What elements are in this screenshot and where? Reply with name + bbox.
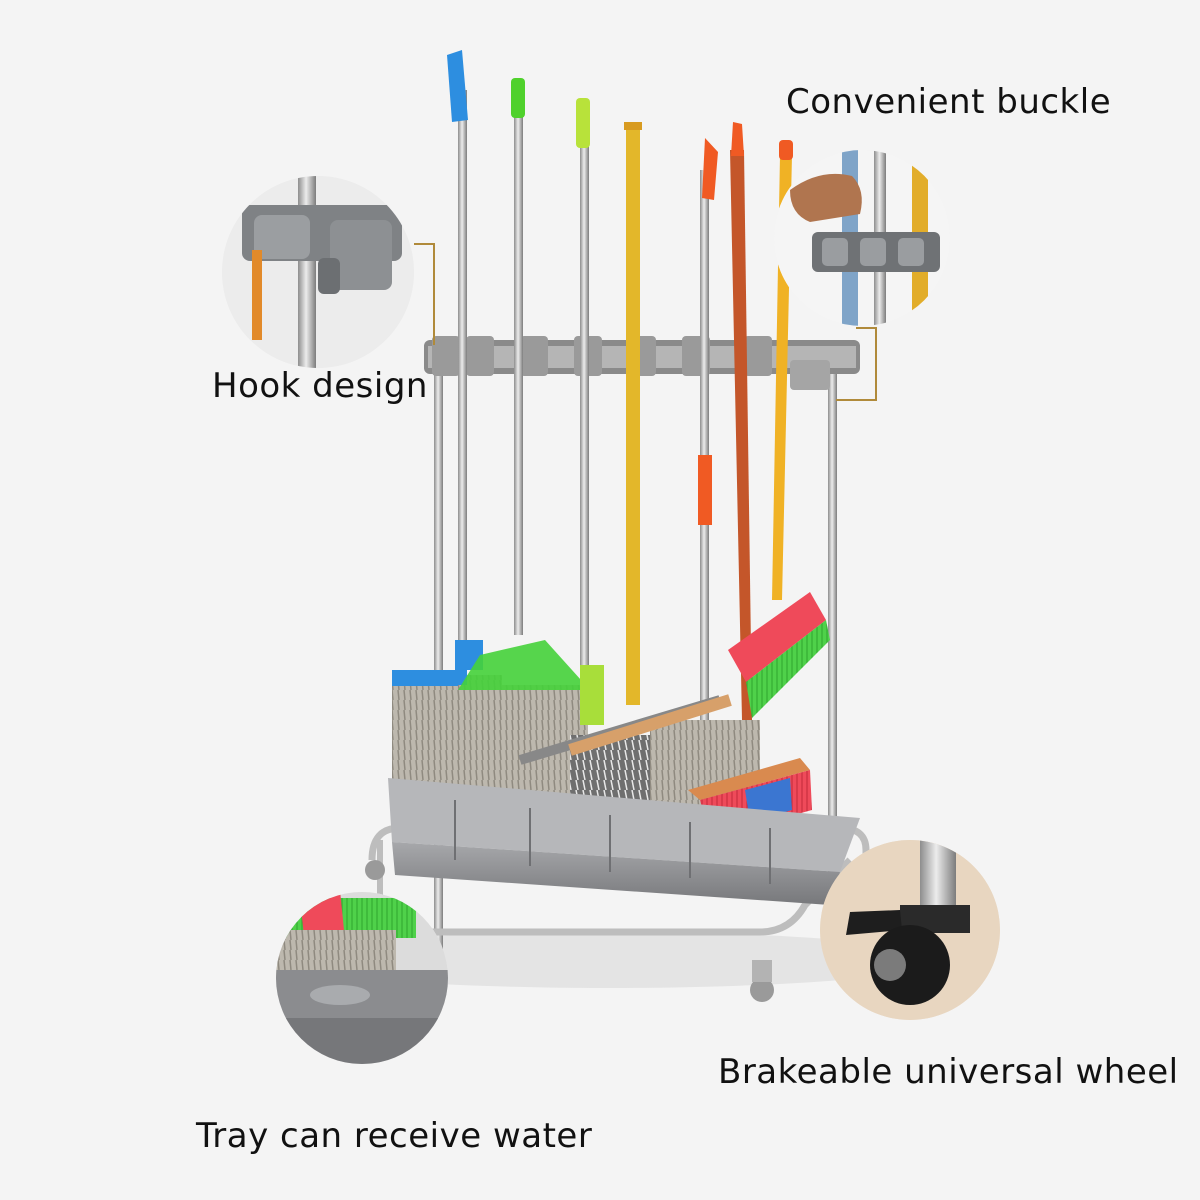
hook-detail-inset bbox=[222, 176, 414, 368]
callout-brake-wheel: Brakeable universal wheel bbox=[718, 1052, 1179, 1092]
wheel-detail-inset bbox=[820, 840, 1000, 1020]
callout-tray-water: Tray can receive water bbox=[196, 1116, 593, 1156]
tray-detail-inset bbox=[276, 892, 448, 1064]
mop-handles bbox=[447, 50, 793, 730]
callout-hook-design: Hook design bbox=[212, 366, 428, 406]
buckle-detail-inset bbox=[774, 150, 950, 326]
water-tray bbox=[388, 778, 860, 905]
leader-lines bbox=[414, 243, 877, 401]
callout-convenient-buckle: Convenient buckle bbox=[786, 82, 1112, 122]
brooms bbox=[688, 592, 830, 838]
